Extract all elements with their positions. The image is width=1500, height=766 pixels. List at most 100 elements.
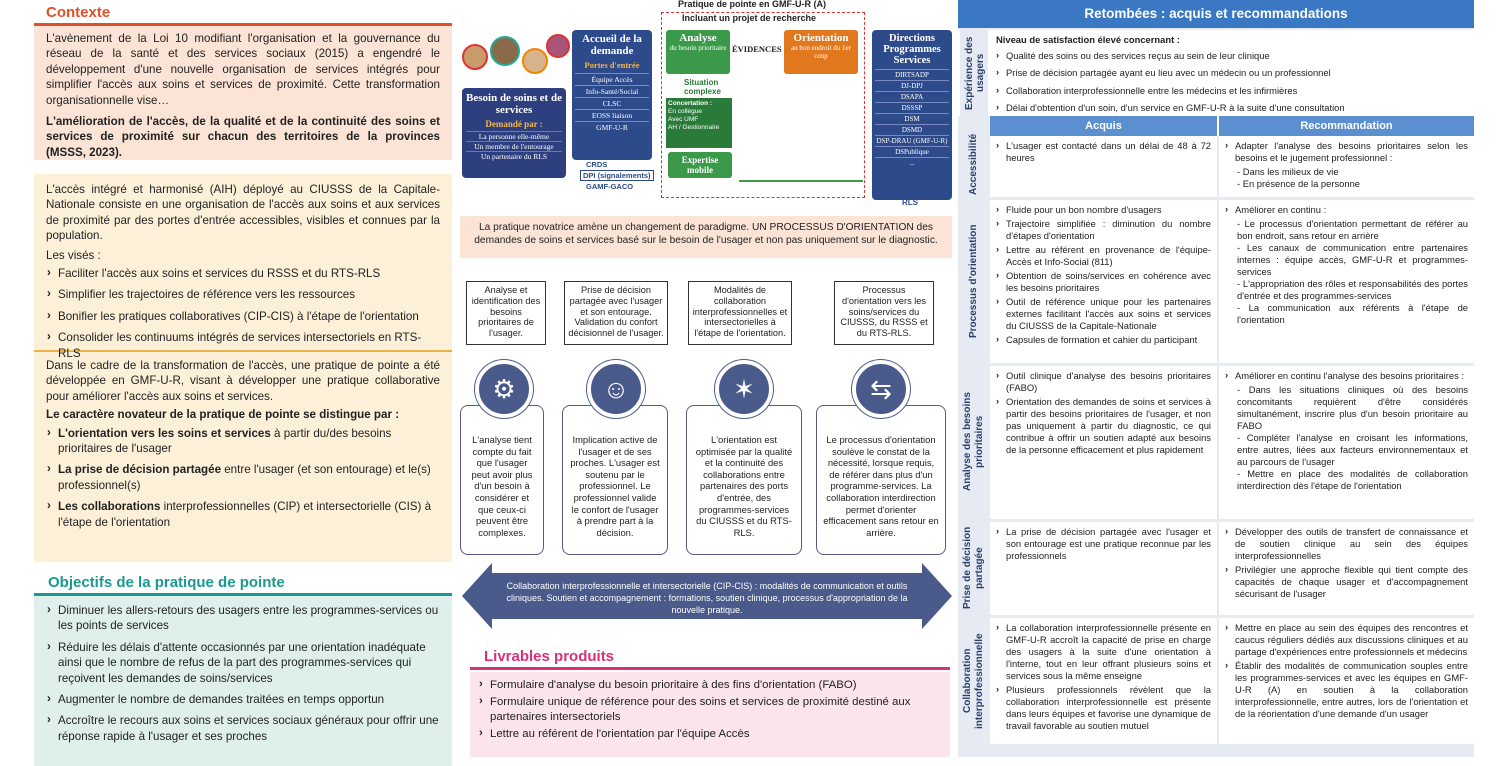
step-card-3: L'orientation est optimisée par la quali… [686,405,802,555]
vises-label: Les visés : [46,248,101,262]
list-item: En présence de la personne [1237,178,1468,190]
analyse-title: Analyse [679,32,717,44]
reco-sublist: Le processus d'orientation permettant de… [1225,218,1468,326]
list-item: Plusieurs professionnels révèlent que la… [996,683,1211,732]
step-card-2: Implication active de l'usager et de ses… [562,405,668,555]
direction-item: DSAPA [875,91,949,102]
list-item: Formulaire unique de référence pour des … [478,694,942,725]
acquis-list: L'usager est contacté dans un délai de 4… [996,139,1211,164]
retombees-table: Acquis Recommandation Accessibilité L'us… [958,116,1474,744]
top-label-2: Incluant un projet de recherche [682,13,817,23]
demande-item: La personne elle-même [466,131,562,141]
list-item: Les collaborations interprofessionnelles… [46,498,440,530]
left-column: Contexte L'avènement de la Loi 10 modifi… [34,0,452,766]
list-item: Le processus d'orientation permettant de… [1237,218,1468,242]
concertation-item: AH / Gestionnaire [668,124,720,131]
list-item: Bonifier les pratiques collaboratives (C… [46,308,440,324]
signpost-icon: ⇆ [852,360,910,418]
list-item: Dans les situations cliniques où des bes… [1237,384,1468,432]
contexte-title: Contexte [34,0,452,26]
experience-section: Expérience des usagers Niveau de satisfa… [958,30,1474,116]
livrables-list: Formulaire d'analyse du besoin prioritai… [478,677,942,742]
collaboration-arrow [462,563,952,629]
aih-text: L'accès intégré et harmonisé (AIH) déplo… [46,183,440,243]
reco-list: Améliorer en continu : [1225,203,1468,216]
dpi-label: DPI (signalements) [580,170,654,181]
porte-item: GMF-U-R [575,121,649,133]
orientation-sub: au bon endroit du 1er coup [791,44,851,60]
experience-intro: Niveau de satisfaction élevé concernant … [996,34,1180,45]
accueil-box: Accueil de la demande Portes d'entrée Éq… [572,30,652,160]
list-item: La prise de décision partagée avec l'usa… [996,525,1211,562]
person-icon [546,34,570,58]
list-item: Orientation des demandes de soins et ser… [996,395,1211,456]
besoin-box: Besoin de soins et de services Demandé p… [462,88,566,178]
list-item: L'usager est contacté dans un délai de 4… [996,139,1211,164]
reco-list: Améliorer en continu l'analyse des besoi… [1225,369,1468,382]
list-item: Améliorer en continu : [1225,203,1468,216]
direction-item: ... [875,157,949,168]
list-item: L'appropriation des rôles et responsabil… [1237,278,1468,302]
step-card-4: Le processus d'orientation soulève le co… [816,405,946,555]
person-icon [522,48,548,74]
list-item: La collaboration interprofessionnelle pr… [996,621,1211,682]
analyse-sub: du besoin prioritaire [669,44,727,52]
list-item: Collaboration interprofessionnelle entre… [996,82,1345,99]
direction-item: DSPublique [875,146,949,157]
crds-label: CRDS [586,160,608,169]
photo-cluster [460,34,570,90]
gacd-label: GAMF-GACO [586,182,634,191]
list-item: Augmenter le nombre de demandes traitées… [46,691,440,707]
concertation-box: Concertation : En collègue Avec UMF AH /… [666,98,732,148]
list-item: Adapter l'analyse des besoins prioritair… [1225,139,1468,164]
list-item: Formulaire d'analyse du besoin prioritai… [478,677,942,693]
porte-item: CLSC [575,97,649,109]
list-item: Réduire les délais d'attente occasionnés… [46,639,440,686]
reco-list: Adapter l'analyse des besoins prioritair… [1225,139,1468,164]
list-item: Outil clinique d'analyse des besoins pri… [996,369,1211,394]
dashed-frame [661,12,865,198]
list-item: Obtention de soins/services en cohérence… [996,269,1211,294]
livrables-title: Livrables produits [470,644,950,670]
row-label-analyse: Analyse des besoins prioritaires [962,392,985,492]
acquis-list: La collaboration interprofessionnelle pr… [996,621,1211,732]
list-item: Développer des outils de transfert de co… [1225,525,1468,562]
list-item: Dans les milieux de vie [1237,166,1468,178]
list-item: Capsules de formation et cahier du parti… [996,333,1211,346]
list-item: Outil de référence unique pour les parte… [996,295,1211,332]
list-item: Accroître le recours aux soins et servic… [46,712,440,744]
flow-arrow [739,180,863,182]
list-item: La prise de décision partagée entre l'us… [46,461,440,493]
list-item: Trajectoire simplifiée : diminution du n… [996,217,1211,242]
contexte-box: L'avènement de la Loi 10 modifiant l'org… [34,26,452,160]
table-row: Processus d'orientation Fluide pour un b… [958,198,1474,364]
vises-list: Faciliter l'accès aux soins et services … [46,265,440,361]
list-item: Consolider les continuums intégrés de se… [46,329,440,361]
evidences-label: ÉVIDENCES [732,44,782,54]
acquis-list: Fluide pour un bon nombre d'usagers Traj… [996,203,1211,346]
list-item: Simplifier les trajectoires de référence… [46,286,440,302]
list-item: L'orientation vers les soins et services… [46,425,440,457]
col-acquis-header: Acquis [990,116,1219,136]
reco-sublist: Dans les milieux de vie En présence de l… [1225,166,1468,190]
porte-item: EOSS liaison [575,109,649,121]
direction-item: DSM [875,113,949,124]
list-item: Mettre en place des modalités de collabo… [1237,468,1468,492]
row-label-processus: Processus d'orientation [968,224,979,338]
direction-item: DJ-DPJ [875,80,949,91]
direction-item: DSMD [875,124,949,135]
step-card-1: L'analyse tient compte du fait que l'usa… [460,405,544,555]
list-item: Améliorer en continu l'analyse des besoi… [1225,369,1468,382]
list-item: Fluide pour un bon nombre d'usagers [996,203,1211,216]
rls-label: RLS [902,198,918,207]
table-row: Prise de décision partagée La prise de d… [958,520,1474,616]
list-item: Prise de décision partagée ayant eu lieu… [996,64,1345,81]
analyse-box: Analyse du besoin prioritaire [666,30,730,74]
person-icon [490,36,520,66]
list-item: Lettre au référent de l'orientation par … [478,726,942,742]
list-item: Qualité des soins ou des services reçus … [996,47,1345,64]
acquis-list: Outil clinique d'analyse des besoins pri… [996,369,1211,456]
table-row: Collaboration interprofessionnelle La co… [958,616,1474,744]
acquis-list: La prise de décision partagée avec l'usa… [996,525,1211,562]
novateur-label: Le caractère novateur de la pratique de … [46,408,400,422]
